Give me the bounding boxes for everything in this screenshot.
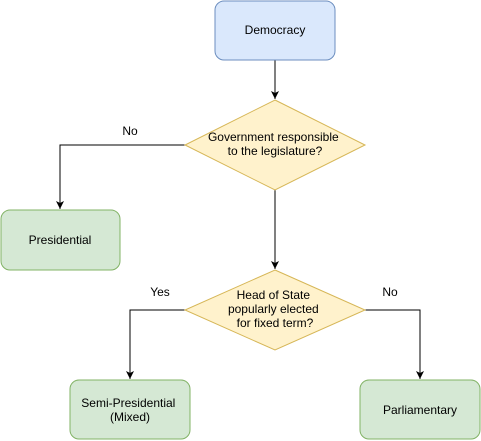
node-decision-responsible-label: Government responsible to the legislatur… <box>208 130 342 158</box>
node-semi-presidential: Semi-Presidential (Mixed) <box>69 379 191 440</box>
node-democracy: Democracy <box>214 0 336 61</box>
edge-label-responsible-no: No <box>122 124 138 138</box>
node-presidential-label: Presidential <box>29 233 92 247</box>
edge-label-head-no: No <box>382 285 398 299</box>
edge-head-to-parliamentary <box>365 309 424 379</box>
edges <box>56 60 424 379</box>
node-democracy-label: Democracy <box>245 23 306 37</box>
node-decision-head-of-state-label: Head of State popularly elected for fixe… <box>228 288 322 330</box>
node-decision-head-of-state: Head of State popularly elected for fixe… <box>183 269 367 351</box>
node-parliamentary-shape <box>359 379 481 440</box>
node-democracy-shape <box>214 0 336 61</box>
node-presidential-shape <box>0 209 121 271</box>
node-parliamentary: Parliamentary <box>359 379 481 440</box>
edge-head-to-semi <box>126 309 185 379</box>
node-decision-responsible-shape <box>183 99 367 191</box>
node-semi-presidential-label: Semi-Presidential (Mixed) <box>81 396 178 424</box>
node-presidential: Presidential <box>0 209 121 271</box>
edge-label-head-yes: Yes <box>150 285 170 299</box>
node-parliamentary-label: Parliamentary <box>383 403 457 417</box>
node-decision-responsible: Government responsible to the legislatur… <box>183 99 367 191</box>
edge-responsible-to-presidential <box>56 144 185 209</box>
node-semi-presidential-shape <box>69 379 191 440</box>
node-decision-head-of-state-shape <box>183 269 367 351</box>
